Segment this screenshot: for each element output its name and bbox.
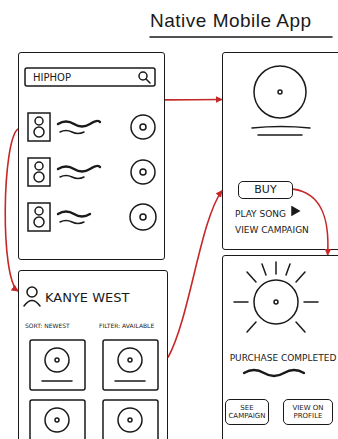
squiggle-text: [60, 176, 84, 179]
record-center: [140, 169, 146, 175]
mobile-screen: PLAY SONG VIEW CAMPAIGN BUY: [222, 52, 338, 250]
album-tile: [30, 340, 85, 390]
tile: [103, 400, 158, 439]
screen-text: KANYE WEST: [45, 291, 165, 306]
record-center: [140, 124, 146, 130]
thumbnail-figure: [35, 207, 43, 215]
list-row: [28, 158, 155, 186]
record-icon: [130, 204, 156, 230]
album-center: [278, 90, 282, 94]
album-tile: [103, 400, 158, 439]
squiggle-text: [60, 131, 84, 134]
list-row: [28, 113, 155, 141]
screen-text: PLAY SONG: [235, 209, 315, 219]
button-box: SEE CAMPAIGN: [225, 399, 269, 425]
tile-record-center: [128, 418, 132, 422]
magnifier-icon: [139, 72, 147, 80]
album-tile: [30, 400, 85, 439]
thumbnail-figure: [34, 172, 44, 182]
diagram-title: Native Mobile App: [150, 10, 338, 32]
tile: [30, 400, 85, 439]
thumbnail-figure: [35, 117, 43, 125]
button-label: VIEW ON PROFILE: [284, 404, 332, 420]
sun-center: [274, 300, 278, 304]
tile-line: [42, 380, 72, 382]
tile: [103, 340, 158, 390]
squiggle-text: [58, 212, 90, 217]
flow-arrow: [165, 99, 222, 101]
tile-record: [118, 348, 142, 372]
magnifier-handle: [146, 79, 150, 83]
tile-record-center: [128, 358, 132, 362]
screen-text: FILTER: AVAILABLE: [99, 323, 167, 330]
mobile-screen: HIPHOP: [18, 52, 165, 260]
mobile-screen: PURCHASE COMPLETED SEE CAMPAIGN VIEW ON PR…: [222, 255, 338, 439]
thumbnail: [28, 113, 50, 141]
person-body: [24, 301, 40, 307]
success-sun: [254, 280, 298, 324]
title-underline: [150, 36, 332, 38]
thumbnail: [28, 158, 50, 186]
album-tile: [103, 340, 158, 390]
screen-text: HIPHOP: [33, 72, 123, 84]
list-row: [28, 203, 156, 231]
mobile-screen: KANYE WEST SORT: NEWEST FILTER: AVAILABLE: [18, 270, 168, 439]
record-center: [140, 214, 146, 220]
flow-arrow: [293, 189, 328, 255]
squiggle-text: [244, 370, 304, 376]
flow-arrow: [5, 129, 18, 291]
person-head: [27, 287, 37, 297]
play-icon: [292, 207, 299, 215]
tile-record: [118, 408, 142, 432]
title-line: [258, 134, 302, 136]
tile-record-center: [55, 418, 59, 422]
screen-text: VIEW CAMPAIGN: [235, 225, 338, 235]
search-bar: [25, 68, 155, 86]
button-box: VIEW ON PROFILE: [283, 399, 333, 425]
album-art: [254, 66, 306, 118]
screen-text: SORT: NEWEST: [25, 323, 95, 330]
tile-record-center: [55, 358, 59, 362]
thumbnail-figure: [34, 127, 44, 137]
thumbnail-figure: [34, 217, 44, 227]
record-icon: [131, 160, 155, 184]
button-label: SEE CAMPAIGN: [226, 404, 268, 420]
flow-arrow: [168, 191, 222, 358]
record-icon: [131, 115, 155, 139]
squiggle-text: [58, 121, 100, 127]
tile-record: [45, 348, 69, 372]
thumbnail-figure: [35, 162, 43, 170]
button-label: BUY: [252, 184, 278, 197]
button-box: BUY: [238, 181, 293, 199]
thumbnail: [28, 203, 50, 231]
squiggle-text: [58, 166, 100, 172]
tile: [30, 340, 85, 390]
sun-rays: [234, 262, 318, 332]
screen-text: PURCHASE COMPLETED: [225, 353, 338, 363]
squiggle-text: [60, 221, 84, 224]
tile-record: [45, 408, 69, 432]
tile-line: [115, 380, 145, 382]
title-line: [252, 127, 310, 129]
